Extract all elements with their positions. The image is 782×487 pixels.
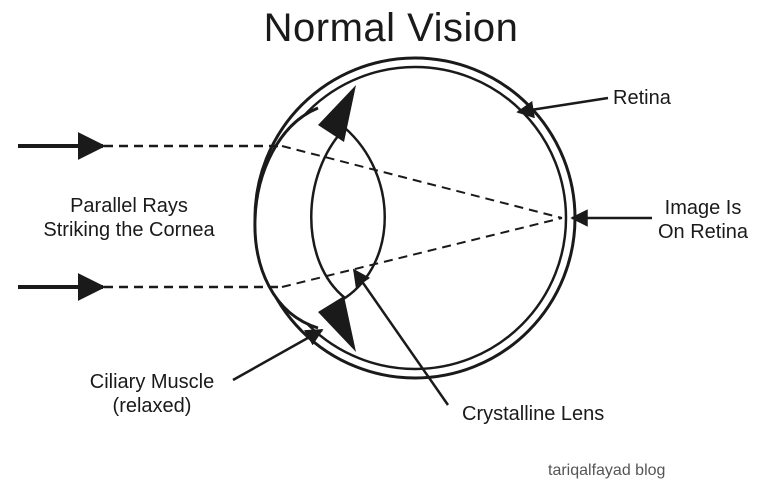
label-parallel-rays-line2: Striking the Cornea (43, 219, 215, 241)
retina-pointer (516, 96, 609, 119)
ciliary-muscle-top (318, 85, 356, 142)
page-title: Normal Vision (263, 6, 519, 50)
label-crystalline-lens: Crystalline Lens (462, 403, 605, 425)
label-image-on-retina: Image Is On Retina (652, 196, 754, 244)
label-ciliary-muscle: Ciliary Muscle (relaxed) (72, 370, 232, 418)
ciliary-muscle-bottom (318, 296, 356, 352)
ciliary-pointer (232, 328, 324, 382)
label-retina: Retina (613, 87, 671, 109)
crystalline-lens (310, 126, 386, 300)
cornea-outline (253, 106, 319, 330)
lens-pointer (352, 268, 450, 406)
label-ciliary-line1: Ciliary Muscle (89, 371, 215, 393)
label-image-line1: Image Is (664, 197, 742, 219)
refracted-ray-top (281, 145, 563, 219)
label-image-line2: On Retina (657, 221, 749, 243)
label-parallel-rays: Parallel Rays Striking the Cornea (18, 194, 240, 242)
refracted-ray-bottom (281, 217, 563, 288)
label-ciliary-line2: (relaxed) (112, 395, 192, 417)
watermark: tariqalfayad blog (548, 462, 666, 479)
label-parallel-rays-line1: Parallel Rays (70, 195, 188, 217)
